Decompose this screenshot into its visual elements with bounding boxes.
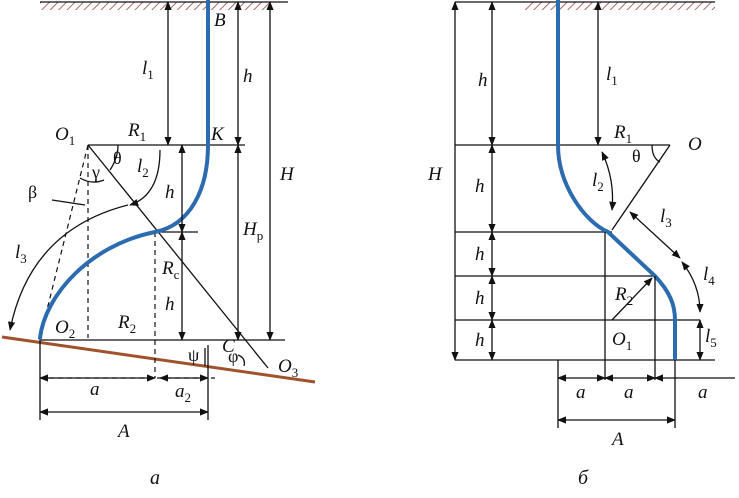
beta-leader xyxy=(51,199,86,206)
label-O1-b: O1 xyxy=(612,329,632,353)
label-gamma-a: γ xyxy=(91,162,100,182)
label-O1-a: O1 xyxy=(55,124,75,148)
label-h-low-a: h xyxy=(165,294,175,315)
label-a2-b: a xyxy=(624,382,634,403)
arc-l2-a xyxy=(129,149,161,206)
label-l1-b: l1 xyxy=(606,64,618,88)
label-A-b: A xyxy=(610,429,624,450)
surface-hatch-a xyxy=(40,2,270,10)
caption-a: а xyxy=(150,467,160,489)
label-l3-a: l3 xyxy=(15,242,27,266)
label-R2-b: R2 xyxy=(614,284,633,308)
radius-R2-b xyxy=(611,277,653,321)
diagonal-o-b xyxy=(611,144,671,231)
arc-theta-b xyxy=(651,144,661,163)
label-l2-a: l2 xyxy=(137,156,149,180)
arc-theta-a xyxy=(109,144,119,171)
label-beta-a: β xyxy=(28,182,37,202)
label-l2-b: l2 xyxy=(592,170,604,194)
label-theta-b: θ xyxy=(632,146,641,166)
label-h-top-a: h xyxy=(243,66,253,87)
label-K: К xyxy=(210,124,225,145)
label-h3-b: h xyxy=(475,244,485,265)
panel-a: B К C O1 O2 O3 R1 R2 Rc l1 l2 l3 h h h H… xyxy=(1,0,316,489)
label-h-mid-a: h xyxy=(165,182,175,203)
surface-hatch-b xyxy=(525,2,715,10)
label-psi-a: ψ xyxy=(188,345,200,365)
arc-l4-b xyxy=(681,261,704,313)
label-Rc-a: Rc xyxy=(161,258,180,282)
label-l3-b: l3 xyxy=(660,206,672,230)
caption-b: б xyxy=(578,467,589,489)
label-l1-a: l1 xyxy=(142,58,154,82)
ground-line-a xyxy=(1,335,316,384)
label-l5-b: l5 xyxy=(705,326,717,350)
label-l4-b: l4 xyxy=(703,264,715,288)
label-C: C xyxy=(222,336,235,357)
label-h1-b: h xyxy=(478,70,488,91)
diagonal-o1-o3 xyxy=(87,144,269,369)
label-H-a: H xyxy=(279,164,295,185)
label-a3-b: a xyxy=(698,382,708,403)
label-O2-a: O2 xyxy=(55,317,75,341)
label-A-a: A xyxy=(116,421,130,442)
well-trajectory-b xyxy=(556,0,677,360)
arc-phi-a xyxy=(237,354,246,367)
arc-l3-a xyxy=(8,204,129,331)
arc-l2-b xyxy=(601,151,617,211)
panel-b: O O1 R1 R2 l1 l2 l3 l4 l5 H h h h h h a … xyxy=(427,0,735,489)
label-a1-b: a xyxy=(576,382,586,403)
label-R2-a: R2 xyxy=(117,312,136,336)
label-O3-a: O3 xyxy=(278,356,298,380)
label-B: B xyxy=(214,10,226,31)
label-R1-a: R1 xyxy=(127,120,146,144)
label-R1-b: R1 xyxy=(613,122,632,146)
label-a2-a: a2 xyxy=(175,381,191,405)
label-h2-b: h xyxy=(475,176,485,197)
label-O-b: O xyxy=(688,134,702,155)
label-phi-a: φ xyxy=(228,346,238,366)
label-Hp-a: Hр xyxy=(242,219,263,243)
label-a-a: a xyxy=(90,379,100,400)
label-H-b: H xyxy=(427,164,443,185)
dim-l3-b xyxy=(629,211,681,259)
label-h5-b: h xyxy=(475,330,485,351)
label-h4-b: h xyxy=(475,288,485,309)
dash-o1-o2 xyxy=(39,144,89,339)
well-trajectory-a xyxy=(38,0,210,340)
arc-gamma-a xyxy=(79,177,105,183)
label-theta-a: θ xyxy=(113,148,122,168)
